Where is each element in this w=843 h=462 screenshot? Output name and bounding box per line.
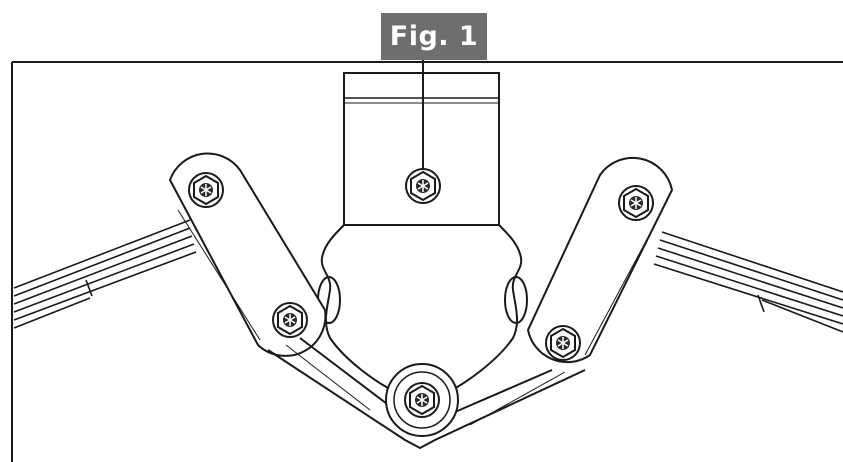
figure-label: Fig. 1 <box>381 13 487 60</box>
frame-border <box>11 61 843 462</box>
bolt-right-upper-icon <box>618 185 654 221</box>
bolt-left-upper-icon <box>188 172 224 208</box>
bolt-right-lower-icon <box>545 325 581 361</box>
center-block <box>343 72 500 226</box>
bolt-left-lower-icon <box>272 302 308 338</box>
left-strap <box>13 219 197 329</box>
lower-links <box>267 337 586 450</box>
bolt-bottom-icon <box>404 382 440 418</box>
right-strap <box>653 231 843 333</box>
bolt-center-icon <box>405 168 441 204</box>
